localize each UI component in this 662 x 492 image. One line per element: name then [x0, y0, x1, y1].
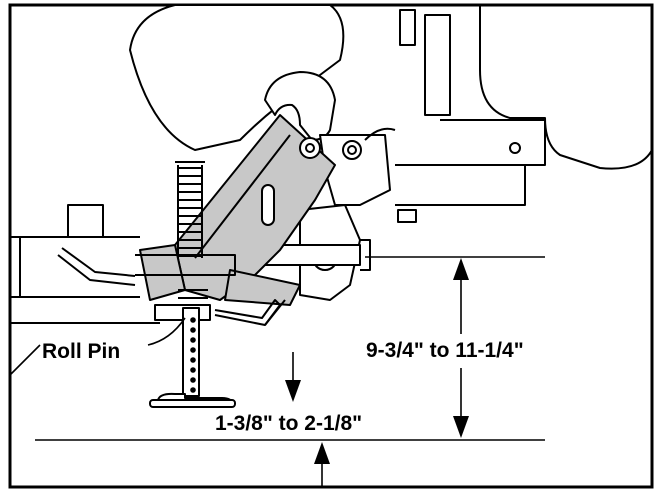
angled-bracket: [139, 114, 336, 306]
lower-arrow-up: [314, 442, 330, 464]
roll-pin-label: Roll Pin: [42, 340, 120, 363]
arrowheads: [285, 258, 469, 464]
roll-pin-leader: [147, 317, 186, 346]
frame-cut-line: [9, 344, 41, 376]
upper-arrow-down: [453, 416, 469, 438]
upper-range-label: 9-3/4" to 11-1/4": [366, 339, 524, 362]
foot-post: [149, 307, 236, 408]
frame-tube: [10, 204, 236, 298]
upper-arrow-up: [453, 258, 469, 280]
latch-linkage: [239, 127, 417, 301]
spring: [175, 161, 208, 299]
mower-deck: [395, 5, 652, 206]
lower-range-label: 1-3/8" to 2-1/8": [215, 412, 362, 435]
lower-arrow-down: [285, 380, 301, 402]
